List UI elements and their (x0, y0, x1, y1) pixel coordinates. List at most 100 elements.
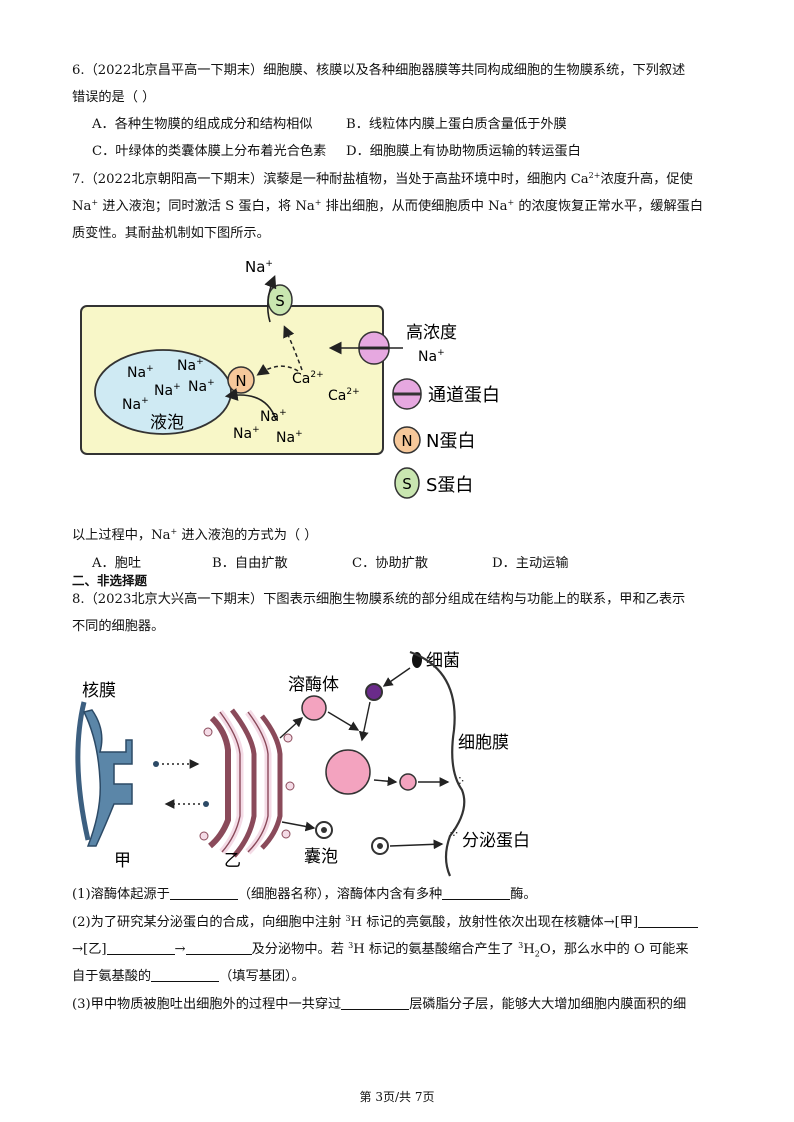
er-organelle (82, 709, 133, 847)
na-vacuole-5: Na+ (122, 396, 149, 413)
n-protein-icon (227, 366, 255, 394)
svg-text:⁘: ⁘ (448, 826, 460, 842)
lysosome-small (301, 695, 327, 721)
na-cytoplasm-1: Na+ (260, 408, 287, 425)
cell-membrane-label: 细胞膜 (458, 733, 509, 753)
legend-channel-label: 通道蛋白 (428, 385, 500, 406)
section-heading: 二、非选择题 (72, 573, 148, 588)
n-protein-label: N (235, 372, 246, 390)
answer-blank[interactable] (638, 914, 699, 928)
q8-part3-text: (3)甲中物质被胞吐出细胞外的过程中一共穿过 (72, 997, 342, 1012)
ca-label-outer: Ca2+ (328, 387, 360, 404)
q8-part1-text: 酶。 (510, 887, 537, 902)
q8-part2-text: （填写基团）。 (219, 969, 305, 984)
answer-blank[interactable] (169, 886, 238, 900)
q7-stem-text: 7.（2022北京朝阳高一下期末）滨藜是一种耐盐植物，当处于高盐环境中时，细胞内… (72, 172, 589, 187)
legend-n-label: N蛋白 (426, 431, 475, 452)
q8-part3-text: 层磷脂分子层，能够大大增加细胞内膜面积的细 (409, 997, 687, 1012)
bacteria-label: 细菌 (426, 651, 460, 671)
q6-option-c: C．叶绿体的类囊体膜上分布着光合色素 (92, 144, 327, 159)
legend-s-icon (394, 467, 420, 499)
q7-stem-line2: Na+ 进入液泡；同时激活 S 蛋白，将 Na+ 排出细胞，从而使细胞质中 Na… (72, 198, 703, 216)
water-subscript: 2 (534, 949, 540, 959)
q6-option-a: A．各种生物膜的组成成分和结构相似 (92, 117, 313, 132)
q8-part2-line3: 自于氨基酸的 （填写基团）。 (72, 968, 305, 986)
q8-part2-text: (2)为了研究某分泌蛋白的合成，向细胞中注射 (72, 915, 346, 930)
q7-option-b: B．自由扩散 (212, 556, 288, 571)
phagosome (365, 683, 383, 701)
q8-part3: (3)甲中物质被胞吐出细胞外的过程中一共穿过 层磷脂分子层，能够大大增加细胞内膜面… (72, 996, 686, 1014)
q8-stem-line1: 8.（2023北京大兴高一下期末）下图表示细胞生物膜系统的部分组成在结构与功能上… (72, 592, 686, 607)
q8-part2-text: H 标记的亮氨酸，放射性依次出现在核糖体→[甲] (350, 915, 639, 930)
isotope-superscript: 3 (518, 941, 524, 950)
answer-blank[interactable] (151, 968, 220, 982)
answer-blank[interactable] (341, 996, 410, 1010)
na-superscript: + (170, 527, 178, 536)
page-footer: 第 3页/共 7页 (359, 1090, 435, 1104)
na-vacuole-2: Na+ (177, 357, 204, 374)
q8-part2-text: 及分泌物中。若 (251, 942, 349, 957)
ca-label-inner: Ca2+ (292, 370, 324, 387)
q6-stem-line2: 错误的是（ ） (72, 90, 156, 105)
q8-part2-text: 自于氨基酸的 (72, 969, 152, 984)
q7-option-a: A．胞吐 (92, 556, 142, 571)
q8-part2-line2: →[乙]→及分泌物中。若 3H 标记的氨基酸缩合产生了 3H2O，那么水中的 O… (72, 941, 689, 964)
legend-s-letter: S (402, 475, 412, 493)
q6-option-b: B．线粒体内膜上蛋白质含量低于外膜 (346, 117, 567, 132)
q7-question-text: 以上过程中，Na (72, 528, 171, 543)
q8-part1-text: (1)溶酶体起源于 (72, 887, 170, 902)
na-vacuole-1: Na+ (127, 364, 154, 381)
salt-tolerance-figure: S Na+ 高浓度 Na+ N Ca2+ Ca2+ Na+ Na+ Na+ Na… (80, 258, 500, 499)
vesicle-label: 囊泡 (304, 847, 338, 867)
q7-stem-text: 的浓度恢复正常水平，缓解蛋白 (514, 199, 704, 214)
answer-blank[interactable] (185, 941, 252, 955)
na-superscript: + (507, 198, 515, 207)
q7-stem-line3: 质变性。其耐盐机制如下图所示。 (72, 226, 270, 241)
na-cytoplasm-2: Na+ (233, 425, 260, 442)
cell-membrane (409, 650, 466, 877)
svg-text:⁘: ⁘ (454, 774, 466, 790)
na-superscript: + (314, 198, 322, 207)
q7-stem-text: Na (72, 199, 92, 214)
q8-part2-text: O，那么水中的 O 可能来 (539, 942, 689, 957)
nuclear-membrane-label: 核膜 (82, 681, 116, 701)
answer-blank[interactable] (442, 886, 511, 900)
secondary-lysosome (325, 749, 371, 795)
q8-part2-text: → (174, 942, 186, 957)
q8-part2-line1: (2)为了研究某分泌蛋白的合成，向细胞中注射 3H 标记的亮氨酸，放射性依次出现… (72, 914, 699, 932)
s-protein-label: S (275, 292, 285, 310)
na-top-label: Na+ (245, 258, 273, 276)
na-vacuole-3: Na+ (154, 382, 181, 399)
q7-question-text: 进入液泡的方式为（ ） (177, 528, 318, 543)
legend-n-icon (393, 426, 421, 454)
q7-option-d: D．主动运输 (492, 556, 569, 571)
nuclear-membrane (75, 701, 91, 841)
na-cytoplasm-3: Na+ (276, 429, 303, 446)
q8-stem-line2: 不同的细胞器。 (72, 619, 165, 634)
q7-stem-text: 浓度升高，促使 (600, 172, 693, 187)
high-concentration-label: 高浓度 (406, 323, 457, 343)
q8-part1: (1)溶酶体起源于 （细胞器名称），溶酶体内含有多种 酶。 (72, 886, 537, 904)
isotope-superscript: 3 (348, 941, 354, 950)
answer-blank[interactable] (106, 941, 175, 955)
secreted-protein-label: 分泌蛋白 (462, 831, 530, 851)
yi-label: 乙 (224, 851, 241, 871)
q6-option-d: D．细胞膜上有协助物质运输的转运蛋白 (346, 144, 581, 159)
na-vacuole-4: Na+ (188, 378, 215, 395)
q7-stem-line1: 7.（2022北京朝阳高一下期末）滨藜是一种耐盐植物，当处于高盐环境中时，细胞内… (72, 171, 693, 189)
q8-part2-text: H (523, 942, 535, 957)
q8-part1-text: （细胞器名称），溶酶体内含有多种 (237, 887, 443, 902)
biomembrane-figure: 核膜 甲 乙 溶酶体 细菌 细胞膜 ⁘ 囊泡 (75, 650, 530, 877)
q6-stem-line1: 6.（2022北京昌平高一下期末）细胞膜、核膜以及各种细胞器膜等共同构成细胞的生… (72, 63, 686, 78)
vacuole-label: 液泡 (150, 413, 184, 433)
lysosome-small-right (399, 773, 417, 791)
isotope-superscript: 3 (345, 914, 351, 923)
legend-s-label: S蛋白 (426, 475, 473, 496)
jia-label: 甲 (114, 851, 131, 871)
q8-part2-text: H 标记的氨基酸缩合产生了 (353, 942, 519, 957)
lysosome-label: 溶酶体 (288, 675, 339, 695)
q7-stem-text: 排出细胞，从而使细胞质中 Na (321, 199, 508, 214)
na-superscript: + (91, 198, 99, 207)
na-outside-label: Na+ (418, 348, 445, 365)
golgi-organelle (199, 708, 295, 858)
